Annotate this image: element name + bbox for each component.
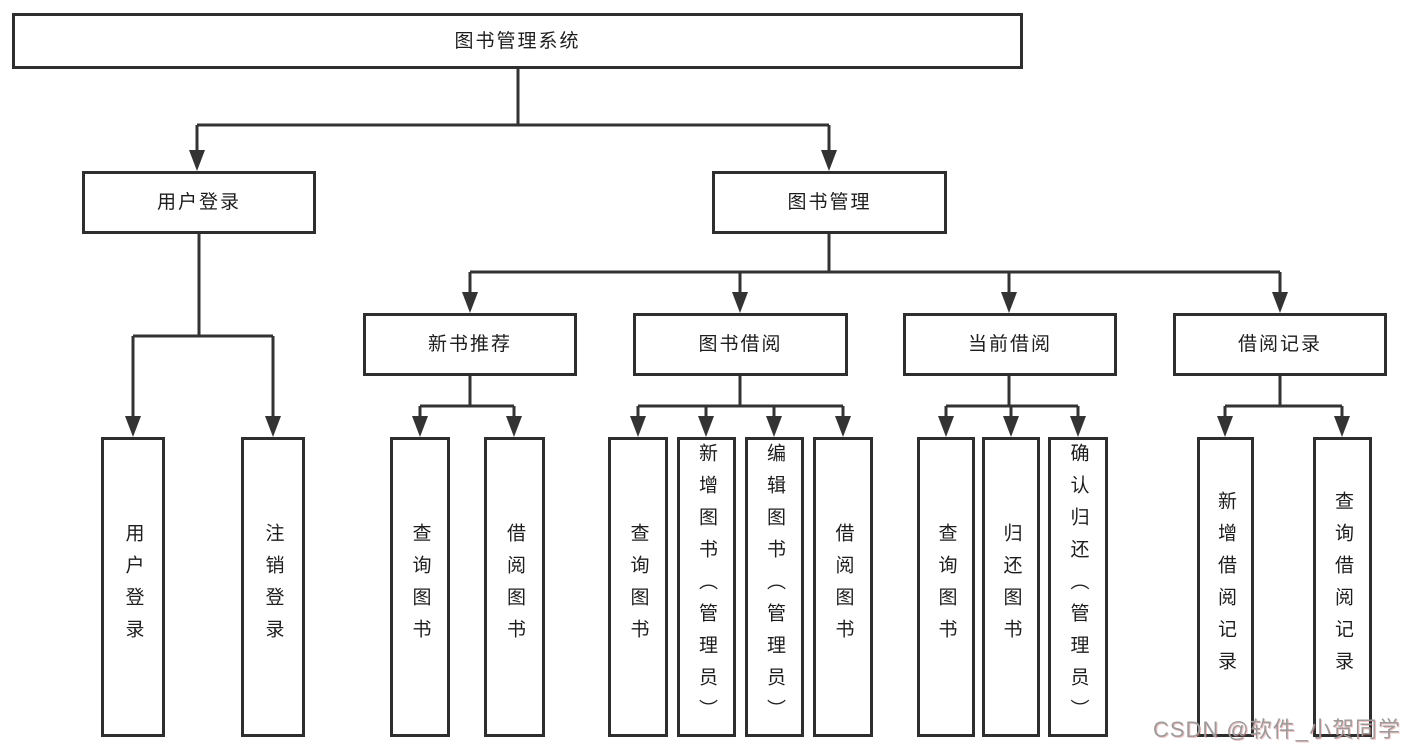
connector-root-to-level2 bbox=[195, 68, 831, 152]
connector-current-borrow-to-leaves bbox=[944, 376, 1080, 418]
leaf-logout-login: 注销登录 bbox=[241, 437, 305, 737]
leaf-query-borrow-record: 查询借阅记录 bbox=[1313, 437, 1372, 737]
arrowheads bbox=[125, 150, 1350, 437]
node-current-borrow: 当前借阅 bbox=[903, 313, 1117, 376]
connector-new-book-recommend-to-leaves bbox=[418, 376, 516, 418]
leaf-borrow-books: 借阅图书 bbox=[813, 437, 873, 737]
leaf-edit-books-admin: 编辑图书（管理员） bbox=[745, 437, 804, 737]
node-book-borrow: 图书借阅 bbox=[633, 313, 848, 376]
leaf-add-books-admin: 新增图书（管理员） bbox=[677, 437, 736, 737]
connector-book-management-to-level3 bbox=[468, 234, 1282, 294]
node-user-login: 用户登录 bbox=[82, 171, 316, 234]
leaf-add-borrow-record: 新增借阅记录 bbox=[1197, 437, 1254, 737]
leaf-query-books-borrow: 查询图书 bbox=[608, 437, 668, 737]
connector-user-login-to-leaves bbox=[131, 234, 275, 418]
csdn-watermark: CSDN @软件_小贺同学 bbox=[1152, 717, 1401, 742]
leaf-query-books-recommend: 查询图书 bbox=[390, 437, 450, 737]
connector-book-borrow-to-leaves bbox=[636, 376, 845, 418]
leaf-return-books: 归还图书 bbox=[982, 437, 1040, 737]
node-book-management: 图书管理 bbox=[712, 171, 947, 234]
node-root-library-system: 图书管理系统 bbox=[12, 13, 1023, 69]
leaf-query-books-current: 查询图书 bbox=[917, 437, 975, 737]
leaf-user-login: 用户登录 bbox=[101, 437, 165, 737]
leaf-borrow-books-recommend: 借阅图书 bbox=[484, 437, 545, 737]
node-new-book-recommend: 新书推荐 bbox=[363, 313, 577, 376]
connector-borrow-records-to-leaves bbox=[1223, 376, 1344, 418]
node-borrow-records: 借阅记录 bbox=[1173, 313, 1387, 376]
leaf-confirm-return-admin: 确认归还（管理员） bbox=[1048, 437, 1108, 737]
